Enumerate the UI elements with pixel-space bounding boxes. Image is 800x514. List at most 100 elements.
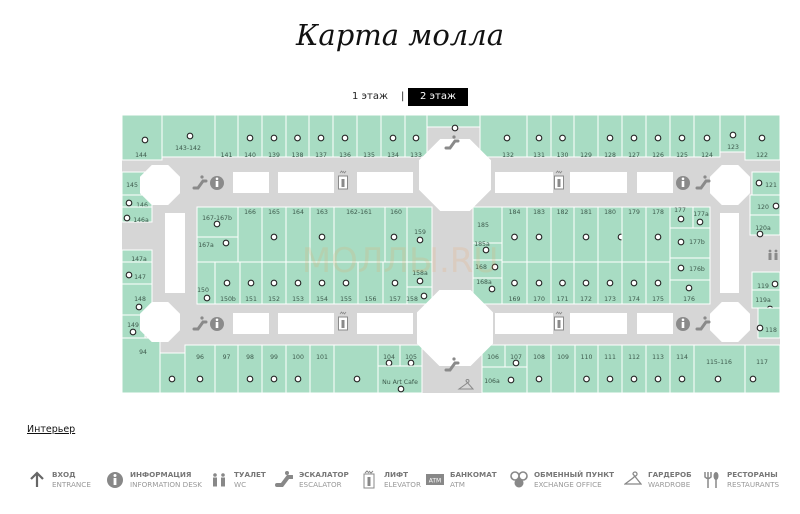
shop-number: 178: [652, 209, 664, 216]
shop-125[interactable]: 125: [669, 114, 695, 159]
shop-165[interactable]: 165: [261, 206, 287, 263]
shop-126[interactable]: 126: [645, 114, 671, 159]
shop-177а[interactable]: 177а: [692, 206, 711, 229]
shop-147[interactable]: 147: [121, 261, 153, 285]
shop-169[interactable]: 169: [501, 261, 528, 305]
shop-176b[interactable]: 176b: [669, 257, 711, 281]
shop-159[interactable]: 159: [406, 206, 433, 263]
shop-158а[interactable]: 158а: [406, 261, 433, 288]
shop-185[interactable]: 185: [472, 206, 503, 244]
shop-120а[interactable]: 120а: [749, 214, 781, 238]
shop-176[interactable]: 176: [669, 279, 711, 305]
shop-140[interactable]: 140: [237, 114, 263, 159]
shop-number: 168: [475, 264, 487, 271]
shop-175[interactable]: 175: [645, 261, 671, 305]
shop-96[interactable]: 96: [184, 344, 216, 394]
shop-115-116[interactable]: 115-116: [693, 344, 746, 394]
shop-141[interactable]: 141: [214, 114, 239, 159]
shop-178[interactable]: 178: [645, 206, 671, 263]
shop-132[interactable]: 132: [479, 114, 528, 159]
shop-143-142[interactable]: 143-142: [161, 114, 216, 158]
shop-109[interactable]: 109: [550, 344, 576, 394]
shop-99[interactable]: 99: [261, 344, 287, 394]
shop-110[interactable]: 110: [574, 344, 599, 394]
shop-171[interactable]: 171: [550, 261, 575, 305]
shop-162-161[interactable]: 162-161: [333, 206, 386, 263]
shop-182[interactable]: 182: [550, 206, 575, 263]
shop-106а[interactable]: 106а: [481, 366, 528, 394]
shop-marker: [246, 375, 254, 383]
shop-151[interactable]: 151: [239, 261, 263, 305]
shop-101[interactable]: 101: [309, 344, 335, 394]
shop-122[interactable]: 122: [744, 114, 781, 161]
shop-134[interactable]: 134: [380, 114, 406, 159]
shop-158[interactable]: 158: [406, 286, 433, 305]
shop-118[interactable]: 118: [756, 307, 781, 339]
shop-150[interactable]: 150: [196, 261, 216, 305]
shop-167-167b[interactable]: 167-167b: [196, 206, 239, 238]
interior-link[interactable]: Интерьер: [27, 424, 76, 435]
shop-114[interactable]: 114: [669, 344, 695, 394]
shop-number: 135: [363, 152, 375, 159]
shop-131[interactable]: 131: [526, 114, 552, 159]
shop-100[interactable]: 100: [285, 344, 311, 394]
shop-157[interactable]: 157: [382, 261, 408, 305]
shop-139[interactable]: 139: [261, 114, 287, 159]
shop-111[interactable]: 111: [597, 344, 623, 394]
shop-121[interactable]: 121: [751, 171, 781, 196]
shop-127[interactable]: 127: [621, 114, 647, 159]
shop-129[interactable]: 129: [573, 114, 599, 159]
shop-113[interactable]: 113: [645, 344, 671, 394]
shop-154[interactable]: 154: [309, 261, 335, 305]
shop-117[interactable]: 117: [744, 344, 781, 394]
shop-146а[interactable]: 146а: [121, 206, 153, 224]
tab-floor-1[interactable]: 1 этаж: [352, 91, 388, 102]
shop-130[interactable]: 130: [550, 114, 575, 159]
tab-floor-2[interactable]: 2 этаж: [408, 88, 468, 106]
shop-107[interactable]: 107: [504, 344, 528, 368]
shop-144[interactable]: 144: [121, 114, 163, 161]
shop-124[interactable]: 124: [693, 114, 721, 159]
legend-label-en: ESCALATOR: [299, 480, 342, 489]
shop-149[interactable]: 149: [121, 314, 146, 339]
shop-180[interactable]: 180: [597, 206, 625, 263]
shop-number: 134: [387, 152, 399, 159]
shop-147а[interactable]: 147а: [121, 249, 153, 263]
shop-152[interactable]: 152: [261, 261, 287, 305]
shop-170[interactable]: 170: [526, 261, 552, 305]
wc-head: [774, 249, 778, 253]
shop-98[interactable]: 98: [237, 344, 263, 394]
shop-136[interactable]: 136: [332, 114, 358, 159]
shop-135[interactable]: 135: [356, 114, 382, 159]
shop-120[interactable]: 120: [749, 194, 781, 216]
shop-112[interactable]: 112: [621, 344, 647, 394]
shop-181[interactable]: 181: [573, 206, 599, 263]
shop-105[interactable]: 105: [399, 344, 423, 367]
shop-179[interactable]: 179: [621, 206, 647, 263]
shop-183[interactable]: 183: [526, 206, 552, 263]
shop-172[interactable]: 172: [573, 261, 599, 305]
shop-138[interactable]: 138: [285, 114, 310, 159]
shop-156[interactable]: 156: [357, 261, 384, 305]
shop-133[interactable]: 133: [404, 114, 428, 159]
shop-174[interactable]: 174: [621, 261, 647, 305]
shop-97[interactable]: 97: [214, 344, 239, 394]
shop-166[interactable]: 166: [237, 206, 263, 263]
shop-167а[interactable]: 167а: [196, 236, 239, 263]
shop-104[interactable]: 104: [377, 344, 401, 367]
shop-128[interactable]: 128: [597, 114, 623, 159]
shop-number: 177: [674, 207, 686, 214]
shop-177[interactable]: 177: [669, 206, 694, 229]
shop-marker: [654, 134, 662, 142]
shop-184[interactable]: 184: [501, 206, 528, 263]
shop-Nu Art Cafe[interactable]: Nu Art Cafe: [377, 365, 423, 394]
shop-119[interactable]: 119: [751, 271, 781, 291]
atrium-void: [637, 313, 673, 334]
shop-150b[interactable]: 150b: [214, 261, 241, 305]
shop-123[interactable]: 123: [719, 114, 746, 153]
shop-177b[interactable]: 177b: [669, 227, 711, 259]
shop-137[interactable]: 137: [308, 114, 334, 159]
shop-173[interactable]: 173: [597, 261, 623, 305]
shop-94[interactable]: 94: [121, 337, 161, 394]
shop-108[interactable]: 108: [526, 344, 552, 394]
